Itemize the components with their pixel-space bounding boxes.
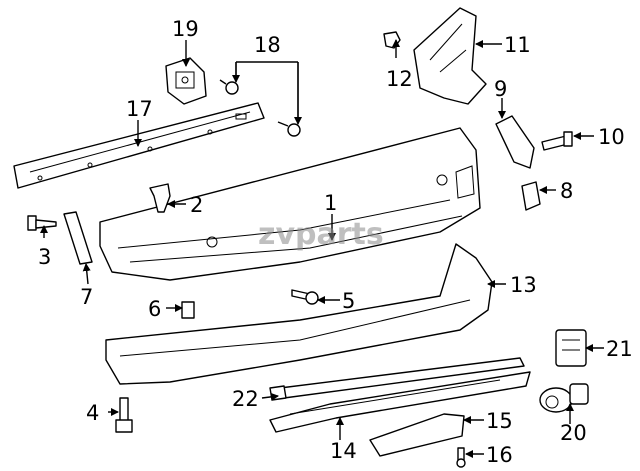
callout-2: 2 (190, 193, 203, 217)
side-bracket-part (413, 7, 487, 105)
callout-10: 10 (598, 125, 625, 149)
callout-11: 11 (504, 33, 531, 57)
trim-strip-part (63, 211, 93, 265)
callout-6: 6 (148, 297, 161, 321)
bumper-bolt-part (291, 289, 319, 305)
callout-8: 8 (560, 179, 573, 203)
callout-22: 22 (232, 387, 259, 411)
callout-1: 1 (324, 191, 337, 215)
callout-20: 20 (560, 421, 587, 445)
callout-21: 21 (606, 337, 633, 361)
callout-4: 4 (86, 401, 99, 425)
callout-5: 5 (342, 289, 355, 313)
callout-16: 16 (486, 443, 513, 467)
small-screw-part (27, 215, 57, 231)
clip-part (383, 31, 401, 49)
fastener-clip-part (149, 183, 171, 213)
callout-9: 9 (494, 77, 507, 101)
pin-part (456, 447, 466, 468)
callout-labels: 19 18 17 11 12 9 10 8 1 2 3 7 5 6 13 21 … (38, 17, 633, 467)
sensor-bracket-part (555, 329, 587, 367)
callout-18: 18 (254, 33, 281, 57)
clip-nut-part (181, 301, 195, 319)
watermark-text: zvparts (258, 217, 384, 252)
callout-19: 19 (172, 17, 199, 41)
leader-lines (40, 39, 604, 458)
callout-13: 13 (510, 273, 537, 297)
spoiler-piece-part (369, 413, 465, 457)
callout-12: 12 (386, 67, 413, 91)
parking-sensor-part (539, 383, 589, 413)
callout-17: 17 (126, 97, 153, 121)
callout-15: 15 (486, 409, 513, 433)
callout-3: 3 (38, 245, 51, 269)
retainer-bracket-part (495, 115, 535, 169)
screw-part (541, 131, 573, 151)
long-bolt-part (115, 397, 133, 433)
bumper-cover-part (99, 127, 481, 281)
side-clip-part (521, 181, 541, 211)
lower-cover-part (105, 243, 493, 385)
callout-7: 7 (80, 285, 93, 309)
bracket-part (165, 57, 207, 105)
callout-14: 14 (330, 439, 357, 463)
